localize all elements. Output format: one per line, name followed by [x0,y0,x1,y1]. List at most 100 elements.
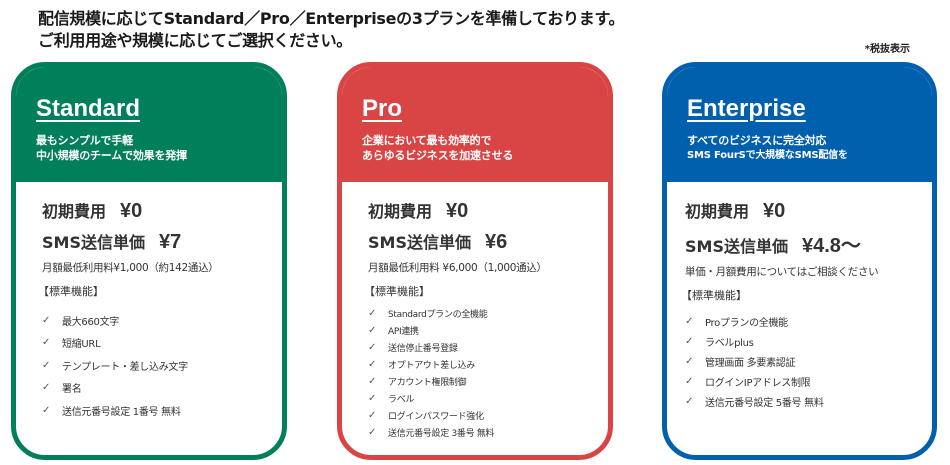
check-icon: ✓ [685,355,694,367]
unit-price: SMS送信単価 ¥7 [42,229,282,254]
check-icon: ✓ [42,314,51,326]
intro-text: 配信規模に応じてStandard／Pro／Enterpriseの3プランを準備し… [38,8,625,52]
initial-fee-value: ¥0 [120,200,143,222]
feature-item: ✓ 短縮URL [42,332,282,355]
plan-body: 初期費用¥0 SMS送信単価¥7 月額最低利用料¥1,000（約142通込） 【… [16,182,282,422]
check-icon: ✓ [368,410,377,421]
plan-body: 初期費用 ¥0 SMS送信単価 ¥6 月額最低利用料 ¥6,000（1,000通込）… [342,182,608,441]
feature-label: アカウント権限制御 [388,378,467,388]
initial-fee: 初期費用 ¥0 [42,198,282,223]
feature-item: ✓ 送信停止番号登録 [368,339,608,356]
feature-item: ✓Standardプランの全機能 [368,305,608,322]
feature-list: ✓ 最大660文字 ✓ 短縮URL ✓ テンプレート・差し込み文字 ✓ 署名 ✓ 送信元番… [42,309,282,422]
plan-header: Enterprise すべてのビジネスに完全対応 SMS FourSで大規模なS… [667,67,932,182]
feature-label: 送信元番号設定 1番号 無料 [62,406,181,418]
feature-label: 送信元番号設定 3番号 無料 [388,429,495,439]
feature-label: 送信元番号設定 5番号 無料 [705,397,824,409]
check-icon: ✓ [42,382,51,394]
feature-label: ラベルplus [705,337,754,349]
feature-item: ✓ ログインIPアドレス制限 [685,371,932,391]
feature-label: オプトアウト差し込み [388,361,476,371]
unit-price: SMS送信単価 ¥4.8～ [685,229,932,258]
tagline-line: あらゆるビジネスを加速させる [362,149,514,162]
initial-fee-label: 初期費用 [685,202,750,221]
check-icon: ✓ [368,325,377,336]
unit-price-label: SMS送信単価 [42,233,145,252]
initial-fee-label: 初期費用 [42,202,107,221]
unit-price: SMS送信単価 ¥6 [368,229,608,254]
initial-fee: 初期費用 ¥0 [685,198,932,223]
initial-fee: 初期費用 ¥0 [368,198,608,223]
plan-note: 単価・月額費用についてはご相談ください [685,266,879,278]
feature-item: ✓ テンプレート・差し込み文字 [42,354,282,377]
feature-label: 短縮URL [62,339,101,351]
feature-label: テンプレート・差し込み文字 [62,361,188,373]
check-icon: ✓ [685,315,694,327]
feature-label: 最大660文字 [62,316,119,328]
plan-name: Pro [362,95,403,122]
check-icon: ✓ [42,337,51,349]
feature-list: ✓ Proプランの全機能 ✓ ラベルplus ✓ 管理画面 多要素認証 ✓ ログインIP… [685,311,932,411]
unit-price-value: ¥6 [484,231,508,253]
check-icon: ✓ [685,375,694,387]
check-icon: ✓ [368,342,377,353]
feature-label: 管理画面 多要素認証 [705,357,796,369]
features-title: 【標準機能】 [364,285,430,298]
initial-fee-label: 初期費用 [368,202,433,221]
check-icon: ✓ [368,376,377,387]
feature-item: ✓ 署名 [42,377,282,400]
plan-header: Pro 企業において最も効率的で あらゆるビジネスを加速させる [342,67,608,182]
feature-item: ✓ 送信元番号設定 3番号 無料 [368,424,608,441]
plan-header: Standard 最もシンプルで手軽 中小規模のチームで効果を発揮 [16,67,282,182]
plan-name: Enterprise [687,95,806,122]
feature-label: API連携 [388,327,419,337]
intro-line-2: ご利用用途や規模に応じてご選択ください。 [38,31,353,50]
intro-line-1: 配信規模に応じてStandard／Pro／Enterpriseの3プランを準備し… [38,9,625,28]
check-icon: ✓ [368,393,377,404]
feature-label: ラベル [388,395,415,405]
plan-tagline: 最もシンプルで手軽 中小規模のチームで効果を発揮 [36,133,282,163]
check-icon: ✓ [685,335,694,347]
unit-price-value: ¥4.8～ [801,235,861,257]
features-title: 【標準機能】 [38,285,104,298]
tagline-line: SMS FourSで大規模なSMS配信を [687,150,848,161]
check-icon: ✓ [42,404,51,416]
feature-item: ✓ API連携 [368,322,608,339]
unit-price-label: SMS送信単価 [368,233,471,252]
plan-body: 初期費用¥0 SMS送信単価¥4.8～ 単価・月額費用についてはご相談ください … [667,182,932,411]
feature-label: 署名 [62,384,82,396]
initial-fee-value: ¥0 [763,200,786,222]
feature-item: ✓ログインパスワード強化 [368,407,608,424]
feature-item: ✓ ラベルplus [685,331,932,351]
feature-label: Standardプランの全機能 [388,310,488,320]
plan-card-enterprise: Enterprise すべてのビジネスに完全対応 SMS FourSで大規模なS… [662,62,937,460]
features-title: 【標準機能】 [681,289,747,302]
initial-fee-value: ¥0 [446,200,469,222]
tagline-line: すべてのビジネスに完全対応 [687,134,827,147]
feature-item: ✓ 送信元番号設定 1番号 無料 [42,399,282,422]
feature-item: ✓ 送信元番号設定 5番号 無料 [685,391,932,411]
feature-item: ✓ Proプランの全機能 [685,311,932,331]
feature-label: ログインIPアドレス制限 [705,377,811,389]
feature-item: ✓ ラベル [368,390,608,407]
tagline-line: 中小規模のチームで効果を発揮 [36,149,187,162]
check-icon: ✓ [368,427,377,438]
check-icon: ✓ [368,359,377,370]
feature-label: Proプランの全機能 [705,317,788,329]
check-icon: ✓ [685,395,694,407]
plan-card-standard: Standard 最もシンプルで手軽 中小規模のチームで効果を発揮 初期費用 ¥0… [11,62,287,460]
tax-note: *税抜表示 [864,44,910,55]
unit-price-value: ¥7 [158,231,182,253]
plan-tagline: すべてのビジネスに完全対応 SMS FourSで大規模なSMS配信を [687,133,932,163]
unit-price-label: SMS送信単価 [685,237,788,256]
check-icon: ✓ [42,359,51,371]
plan-card-pro: Pro 企業において最も効率的で あらゆるビジネスを加速させる 初期費用 ¥0 S… [337,62,613,460]
feature-item: ✓ アカウント権限制御 [368,373,608,390]
tagline-line: 最もシンプルで手軽 [36,134,133,147]
feature-label: 送信停止番号登録 [388,344,458,354]
plan-tagline: 企業において最も効率的で あらゆるビジネスを加速させる [362,133,608,163]
feature-item: ✓ オプトアウト差し込み [368,356,608,373]
plan-note: 月額最低利用料 ¥6,000（1,000通込） [368,262,547,274]
plan-name: Standard [36,95,141,122]
feature-list: ✓Standardプランの全機能 ✓API連携 ✓送信停止番号登録 ✓オプトアウ… [368,305,608,441]
